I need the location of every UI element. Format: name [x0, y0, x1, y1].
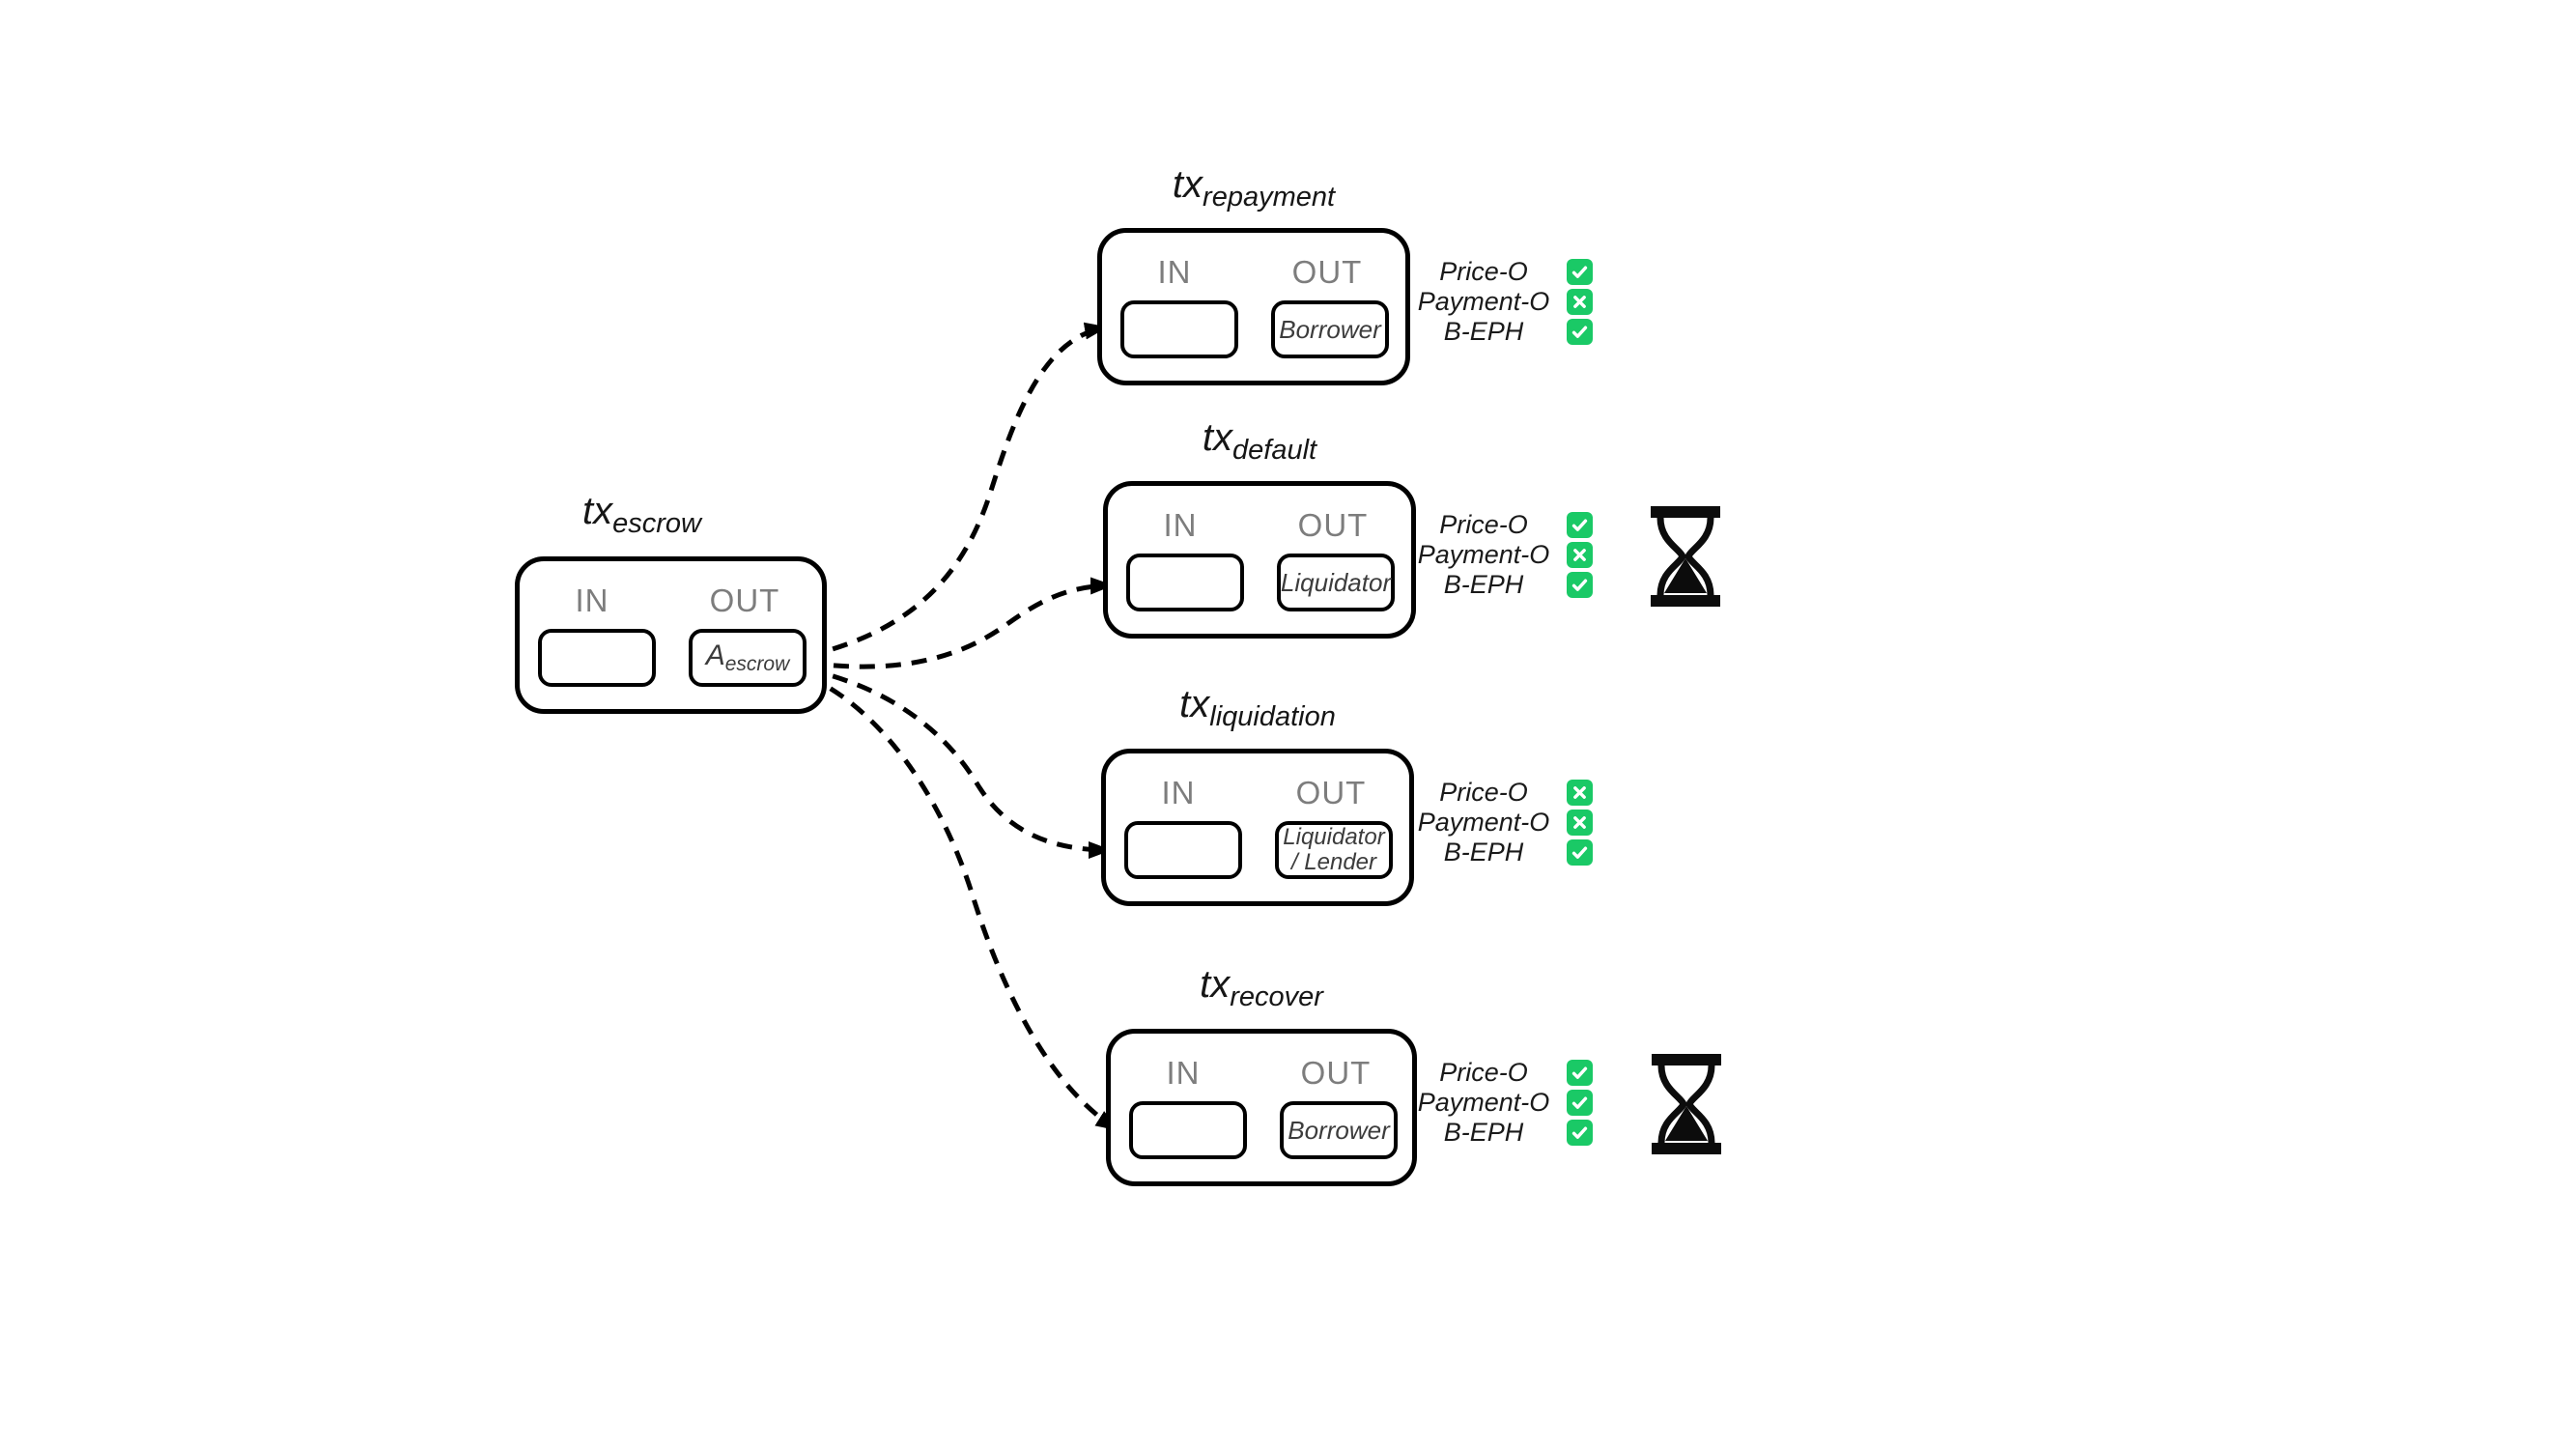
liquidation-out-label: OUT	[1295, 775, 1367, 810]
check-icon	[1567, 319, 1593, 345]
condition-label: Payment-O	[1417, 540, 1550, 569]
condition-row: Price-O	[1416, 257, 1593, 287]
tx-escrow-label-main: tx	[582, 490, 613, 532]
escrow-out-slot: Aescrow	[689, 629, 807, 687]
condition-row: Price-O	[1416, 510, 1593, 540]
tx-repayment-label-main: tx	[1172, 163, 1203, 206]
condition-row: Price-O	[1416, 1058, 1593, 1088]
repayment-out-slot-text: Borrower	[1279, 314, 1381, 344]
dashed-arrow-liquidation	[807, 667, 1112, 859]
escrow-asset-sub: escrow	[724, 653, 790, 675]
default-conditions: Price-O Payment-O B-EPH	[1416, 510, 1593, 600]
condition-row: B-EPH	[1416, 838, 1593, 867]
hourglass-icon	[1651, 506, 1720, 607]
condition-row: B-EPH	[1416, 1118, 1593, 1148]
escrow-in-label: IN	[575, 582, 609, 618]
repayment-conditions: Price-O Payment-O B-EPH	[1416, 257, 1593, 347]
recover-out-slot-text: Borrower	[1288, 1115, 1390, 1145]
condition-label: B-EPH	[1443, 1118, 1524, 1147]
cross-icon	[1567, 542, 1593, 568]
escrow-out-label: OUT	[709, 582, 780, 618]
condition-label: B-EPH	[1443, 570, 1524, 599]
dashed-arrow-recover	[806, 673, 1119, 1132]
condition-row: Payment-O	[1416, 1088, 1593, 1118]
condition-label: Price-O	[1439, 1058, 1528, 1087]
tx-repayment-label: txrepayment	[1097, 162, 1410, 219]
recover-out-label: OUT	[1300, 1055, 1372, 1091]
escrow-asset-main: A	[705, 639, 725, 671]
recover-in-slot	[1129, 1101, 1247, 1159]
escrow-out-slot-text: Aescrow	[706, 639, 790, 676]
tx-escrow-label: txescrow	[486, 489, 798, 546]
condition-row: Payment-O	[1416, 808, 1593, 838]
tx-recover-box: IN OUT Borrower	[1106, 1029, 1417, 1186]
tx-recover-label-main: tx	[1200, 963, 1231, 1006]
tx-default-label: txdefault	[1103, 415, 1416, 472]
condition-label: Price-O	[1439, 510, 1528, 539]
liquidation-conditions: Price-O Payment-O B-EPH	[1416, 778, 1593, 867]
default-in-slot	[1126, 554, 1244, 611]
liquidation-out-slot-text2: / Lender	[1290, 849, 1377, 875]
condition-label: Price-O	[1439, 257, 1528, 286]
repayment-in-slot	[1120, 300, 1238, 358]
condition-row: B-EPH	[1416, 570, 1593, 600]
tx-recover-label-sub: recover	[1230, 981, 1323, 1012]
liquidation-out-slot: Liquidator / Lender	[1275, 821, 1393, 879]
tx-recover-label: txrecover	[1106, 962, 1417, 1019]
default-in-label: IN	[1163, 507, 1198, 543]
recover-conditions: Price-O Payment-O B-EPH	[1416, 1058, 1593, 1148]
tx-liquidation-label: txliquidation	[1101, 682, 1414, 739]
tx-escrow-box: IN OUT Aescrow	[515, 556, 827, 714]
recover-out-slot: Borrower	[1280, 1101, 1398, 1159]
check-icon	[1567, 1090, 1593, 1116]
tx-repayment-box: IN OUT Borrower	[1097, 228, 1410, 385]
check-icon	[1567, 839, 1593, 866]
condition-label: B-EPH	[1443, 317, 1524, 346]
default-out-slot-text: Liquidator	[1280, 567, 1392, 597]
liquidation-in-slot	[1124, 821, 1242, 879]
tx-repayment-label-sub: repayment	[1203, 182, 1336, 213]
dashed-arrow-repayment	[807, 322, 1108, 659]
hourglass-icon	[1652, 1054, 1721, 1154]
repayment-out-slot: Borrower	[1271, 300, 1389, 358]
tx-liquidation-label-main: tx	[1179, 683, 1210, 725]
condition-row: Payment-O	[1416, 287, 1593, 317]
escrow-in-slot	[538, 629, 656, 687]
tx-default-label-main: tx	[1202, 416, 1233, 459]
check-icon	[1567, 512, 1593, 538]
condition-label: Price-O	[1439, 778, 1528, 807]
liquidation-in-label: IN	[1161, 775, 1196, 810]
repayment-in-label: IN	[1157, 254, 1192, 290]
recover-in-label: IN	[1166, 1055, 1201, 1091]
cross-icon	[1567, 810, 1593, 836]
condition-label: Payment-O	[1417, 1088, 1550, 1117]
cross-icon	[1567, 780, 1593, 806]
condition-row: Price-O	[1416, 778, 1593, 808]
condition-row: B-EPH	[1416, 317, 1593, 347]
tx-escrow-label-sub: escrow	[612, 508, 701, 539]
tx-default-box: IN OUT Liquidator	[1103, 481, 1416, 639]
condition-label: Payment-O	[1417, 808, 1550, 837]
condition-label: B-EPH	[1443, 838, 1524, 867]
cross-icon	[1567, 289, 1593, 315]
condition-row: Payment-O	[1416, 540, 1593, 570]
check-icon	[1567, 572, 1593, 598]
default-out-label: OUT	[1297, 507, 1369, 543]
tx-default-label-sub: default	[1232, 435, 1317, 466]
default-out-slot: Liquidator	[1277, 554, 1395, 611]
tx-liquidation-box: IN OUT Liquidator / Lender	[1101, 749, 1414, 906]
check-icon	[1567, 1120, 1593, 1146]
liquidation-out-slot-text: Liquidator	[1283, 824, 1385, 850]
condition-label: Payment-O	[1417, 287, 1550, 316]
repayment-out-label: OUT	[1291, 254, 1363, 290]
check-icon	[1567, 259, 1593, 285]
dashed-arrow-default	[807, 577, 1114, 669]
check-icon	[1567, 1060, 1593, 1086]
tx-liquidation-label-sub: liquidation	[1209, 701, 1336, 732]
